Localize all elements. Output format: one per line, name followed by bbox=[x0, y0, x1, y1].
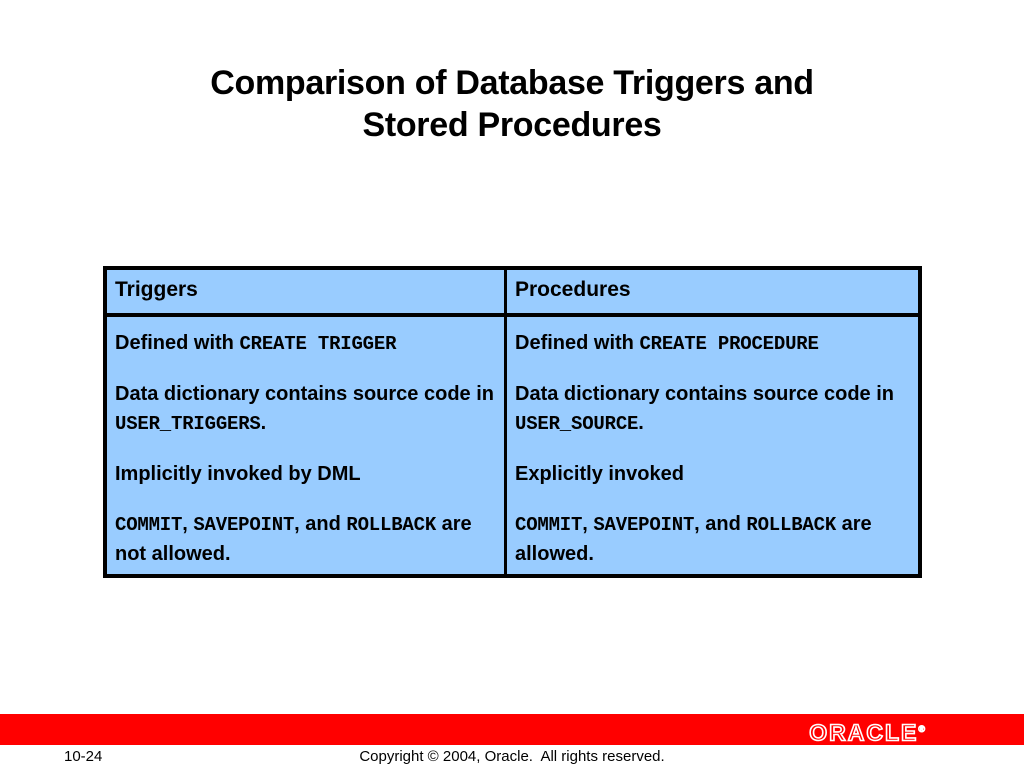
procedures-tc-sep1: , bbox=[582, 513, 594, 535]
triggers-rollback-code: ROLLBACK bbox=[346, 514, 437, 536]
page-title-line-1: Comparison of Database Triggers and bbox=[210, 64, 814, 102]
footer-bar: ORACLE® bbox=[0, 714, 1024, 747]
table-cell-procedures: Defined with CREATE PROCEDURE Data dicti… bbox=[507, 317, 918, 574]
triggers-savepoint-code: SAVEPOINT bbox=[193, 514, 295, 536]
procedures-definition: Defined with CREATE PROCEDURE bbox=[515, 329, 908, 359]
oracle-logo: ORACLE® bbox=[808, 716, 926, 747]
table-cell-triggers: Defined with CREATE TRIGGER Data diction… bbox=[107, 317, 507, 574]
triggers-dictionary-code: USER_TRIGGERS bbox=[115, 413, 261, 435]
triggers-dictionary: Data dictionary contains source code in … bbox=[115, 380, 494, 439]
triggers-transaction-control: COMMIT, SAVEPOINT, and ROLLBACK are not … bbox=[115, 510, 494, 569]
oracle-logo-text: ORACLE bbox=[808, 719, 919, 747]
triggers-definition: Defined with CREATE TRIGGER bbox=[115, 329, 494, 359]
triggers-invocation: Implicitly invoked by DML bbox=[115, 463, 361, 485]
triggers-dictionary-text: Data dictionary contains source code in bbox=[115, 383, 494, 405]
table-body-row: Defined with CREATE TRIGGER Data diction… bbox=[107, 317, 918, 574]
procedures-definition-text: Defined with bbox=[515, 332, 640, 354]
procedures-tc-sep2: , and bbox=[694, 513, 747, 535]
triggers-definition-code: CREATE TRIGGER bbox=[239, 333, 397, 355]
page-number: 10-24 bbox=[64, 748, 103, 765]
procedures-dictionary-period: . bbox=[638, 412, 644, 434]
page-title-line-2: Stored Procedures bbox=[362, 106, 662, 144]
page-title: Comparison of Database Triggers and Stor… bbox=[0, 62, 1024, 146]
table-header-triggers: Triggers bbox=[107, 270, 507, 313]
procedures-savepoint-code: SAVEPOINT bbox=[593, 514, 695, 536]
procedures-invocation: Explicitly invoked bbox=[515, 463, 684, 485]
comparison-table: Triggers Procedures Defined with CREATE … bbox=[103, 266, 922, 578]
triggers-tc-sep1: , bbox=[182, 513, 194, 535]
copyright-notice: Copyright © 2004, Oracle. All rights res… bbox=[359, 748, 665, 765]
registered-trademark-icon: ® bbox=[918, 724, 926, 735]
triggers-definition-text: Defined with bbox=[115, 332, 240, 354]
procedures-dictionary-code: USER_SOURCE bbox=[515, 413, 639, 435]
table-header-row: Triggers Procedures bbox=[107, 270, 918, 317]
procedures-commit-code: COMMIT bbox=[515, 514, 583, 536]
triggers-tc-sep2: , and bbox=[294, 513, 347, 535]
procedures-tc-suffix: are allowed. bbox=[515, 513, 872, 565]
triggers-commit-code: COMMIT bbox=[115, 514, 183, 536]
table-header-procedures: Procedures bbox=[515, 278, 631, 301]
triggers-dictionary-period: . bbox=[260, 412, 267, 434]
procedures-transaction-control: COMMIT, SAVEPOINT, and ROLLBACK are allo… bbox=[515, 510, 908, 569]
procedures-dictionary-text: Data dictionary contains source code in bbox=[515, 383, 894, 405]
procedures-rollback-code: ROLLBACK bbox=[746, 514, 837, 536]
procedures-dictionary: Data dictionary contains source code in … bbox=[515, 380, 908, 439]
procedures-definition-code: CREATE PROCEDURE bbox=[639, 333, 819, 355]
triggers-tc-suffix: are not allowed. bbox=[115, 513, 472, 565]
